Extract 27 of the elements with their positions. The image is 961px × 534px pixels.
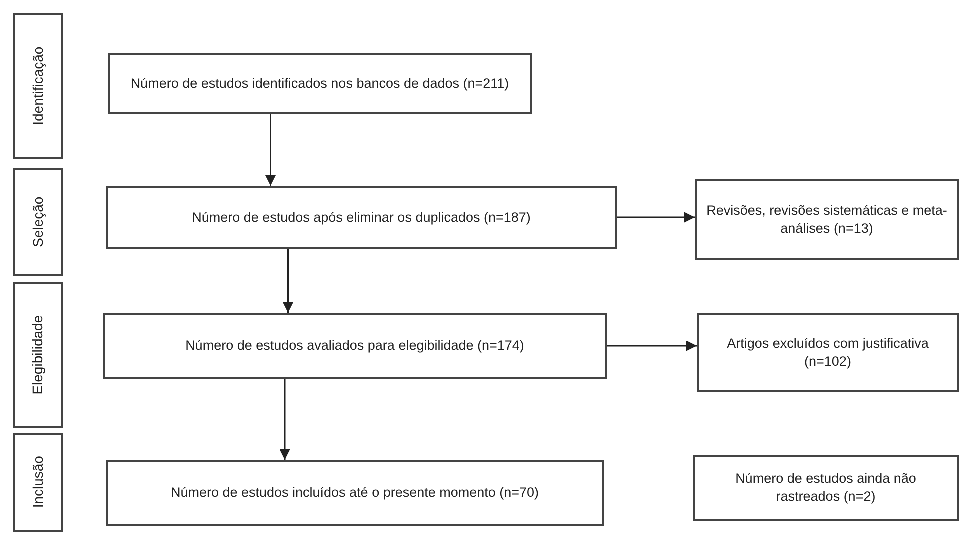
box-text: Número de estudos incluídos até o presente momento (n=70) <box>170 484 540 502</box>
stage-label-box <box>13 13 63 159</box>
box-text: Número de estudos identificados nos bancos de dados (n=211) <box>130 74 510 92</box>
process-box <box>103 313 607 379</box>
box-text: Número de estudos após eliminar os duplicados (n=187) <box>192 208 531 226</box>
stage-label: Elegibilidade <box>28 315 47 395</box>
stage-label: Inclusão <box>28 456 47 509</box>
box-text: Artigos excluídos com justificativa (n=102) <box>726 334 930 370</box>
process-box <box>106 460 604 526</box>
stage-label-box <box>13 282 63 428</box>
arrow <box>280 379 290 460</box>
box-text: Número de estudos ainda não rastreados (n=2) <box>734 470 918 506</box>
arrow <box>617 212 695 223</box>
box-text: Revisões, revisões sistemáticas e meta-análises (n=13) <box>706 202 948 238</box>
process-box <box>108 53 532 114</box>
process-box <box>697 313 959 392</box>
arrow <box>283 249 294 313</box>
arrow <box>266 114 276 186</box>
box-text: Número de estudos avaliados para elegibilidade (n=174) <box>186 337 524 355</box>
process-box <box>695 179 959 260</box>
process-box <box>693 455 959 521</box>
process-box <box>106 186 617 249</box>
stage-label-box <box>13 168 63 276</box>
arrow <box>607 340 697 352</box>
stage-label: Seleção <box>28 196 47 248</box>
stage-label-box <box>13 433 63 532</box>
stage-label: Identificação <box>28 46 47 126</box>
